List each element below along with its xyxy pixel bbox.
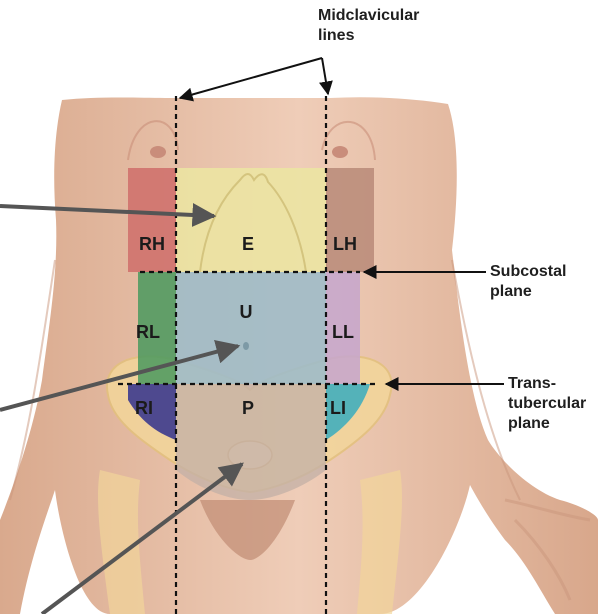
arrow-to-right-midclavicular (178, 57, 323, 102)
transtubercular-text-2: tubercular (508, 395, 587, 412)
label-ll: LL (332, 322, 354, 342)
label-li: LI (330, 398, 346, 418)
region-pubic (176, 384, 326, 500)
region-left-lumbar (326, 272, 360, 384)
subcostal-annotation: Subcostal plane (490, 262, 566, 302)
region-labels: RH E LH RL U LL RI P LI (135, 234, 357, 418)
label-rh: RH (139, 234, 165, 254)
annotation-arrows (178, 57, 504, 391)
transtubercular-text-3: plane (508, 415, 550, 432)
region-umbilical (176, 272, 326, 384)
rib-cage-outline (199, 173, 307, 273)
pointer-to-umbilical (0, 340, 241, 412)
transtubercular-annotation: Trans- tubercular plane (508, 374, 586, 434)
label-ri: RI (135, 398, 153, 418)
umbilicus (243, 342, 249, 350)
arrow-to-left-midclavicular (319, 57, 333, 96)
midclavicular-text-1: Midclavicular (318, 7, 420, 24)
subcostal-text-1: Subcostal (490, 263, 567, 280)
label-lh: LH (333, 234, 357, 254)
region-left-iliac (326, 384, 370, 440)
region-left-hypochondriac (326, 168, 374, 272)
nipple-right (332, 146, 348, 158)
label-p: P (242, 398, 254, 418)
region-right-iliac (128, 384, 176, 440)
transtubercular-text-1: Trans- (508, 375, 557, 392)
midclavicular-text-2: lines (318, 27, 355, 44)
nipple-left (150, 146, 166, 158)
midclavicular-annotation: Midclavicular lines (318, 6, 419, 46)
label-rl: RL (136, 322, 160, 342)
femur-right (98, 470, 145, 614)
label-u: U (240, 302, 253, 322)
subcostal-text-2: plane (490, 283, 532, 300)
pointer-to-pubic (40, 462, 244, 614)
pointer-to-epigastric (0, 203, 217, 227)
label-e: E (242, 234, 254, 254)
pointer-lines (0, 203, 244, 614)
femur-left (357, 470, 403, 614)
region-right-hypochondriac (128, 168, 176, 272)
reference-planes (118, 96, 376, 614)
